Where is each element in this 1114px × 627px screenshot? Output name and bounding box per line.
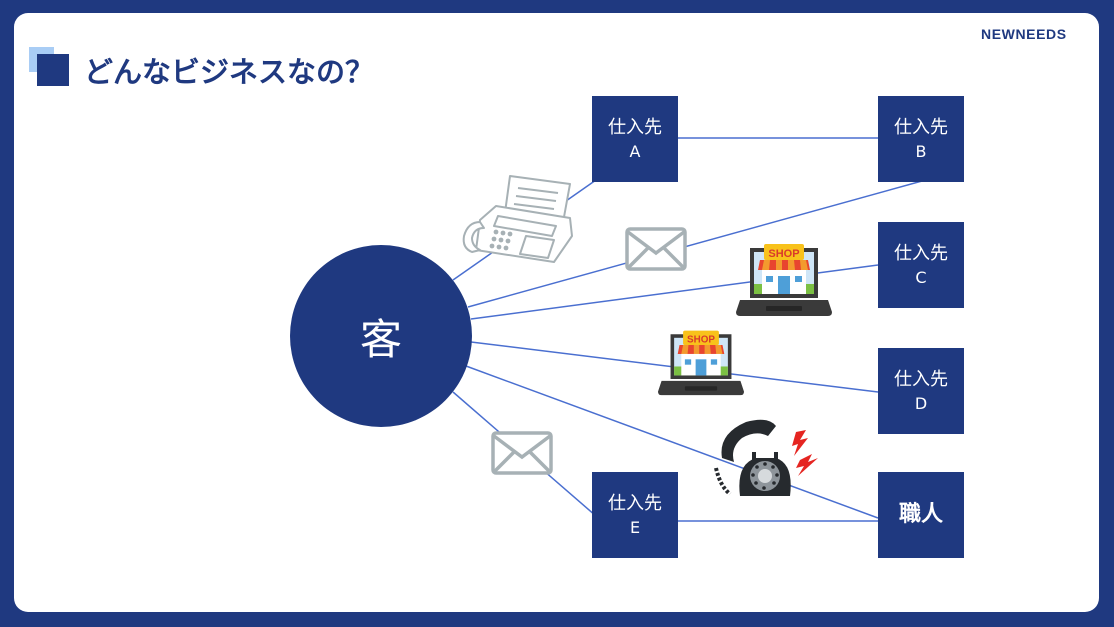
supplier-node-a: 仕入先 A: [592, 96, 678, 182]
fax-icon: [462, 175, 573, 263]
supplier-label: 仕入先: [894, 369, 948, 390]
envelope-icon: [491, 431, 553, 475]
supplier-label: 仕入先: [608, 493, 662, 514]
shop-sign-text: SHOP: [768, 248, 799, 260]
title-square-dark: [37, 54, 69, 86]
supplier-label: 仕入先: [894, 243, 948, 264]
supplier-node-d: 仕入先 D: [878, 348, 964, 434]
laptop-shop-graphic: SHOP: [658, 330, 744, 396]
supplier-node-e: 仕入先 E: [592, 472, 678, 558]
page-title: どんなビジネスなの？: [84, 55, 375, 89]
craftsman-node: 職人: [878, 472, 964, 558]
brand-logo: NEWNEEDS: [981, 26, 1067, 42]
telephone-icon: [714, 419, 818, 496]
customer-node: 客: [290, 245, 472, 427]
supplier-id: A: [629, 142, 641, 161]
supplier-label: 仕入先: [608, 117, 662, 138]
online-shop-icon: SHOP: [658, 326, 744, 402]
craftsman-label: 職人: [898, 502, 943, 527]
supplier-id: B: [915, 142, 927, 161]
supplier-id: E: [629, 518, 641, 537]
supplier-id: C: [915, 268, 927, 287]
title-square-icon: [29, 47, 73, 89]
line-customer-to-b: [467, 180, 923, 308]
laptop-shop-graphic: SHOP: [736, 244, 832, 316]
supplier-node-b: 仕入先 B: [878, 96, 964, 182]
supplier-id: D: [914, 394, 928, 413]
envelope-icon: [625, 227, 687, 271]
line-customer-to-craftsman: [465, 365, 879, 519]
online-shop-icon: SHOP: [736, 240, 832, 322]
supplier-label: 仕入先: [894, 117, 948, 138]
supplier-node-c: 仕入先 C: [878, 222, 964, 308]
shop-sign-text: SHOP: [687, 334, 715, 345]
